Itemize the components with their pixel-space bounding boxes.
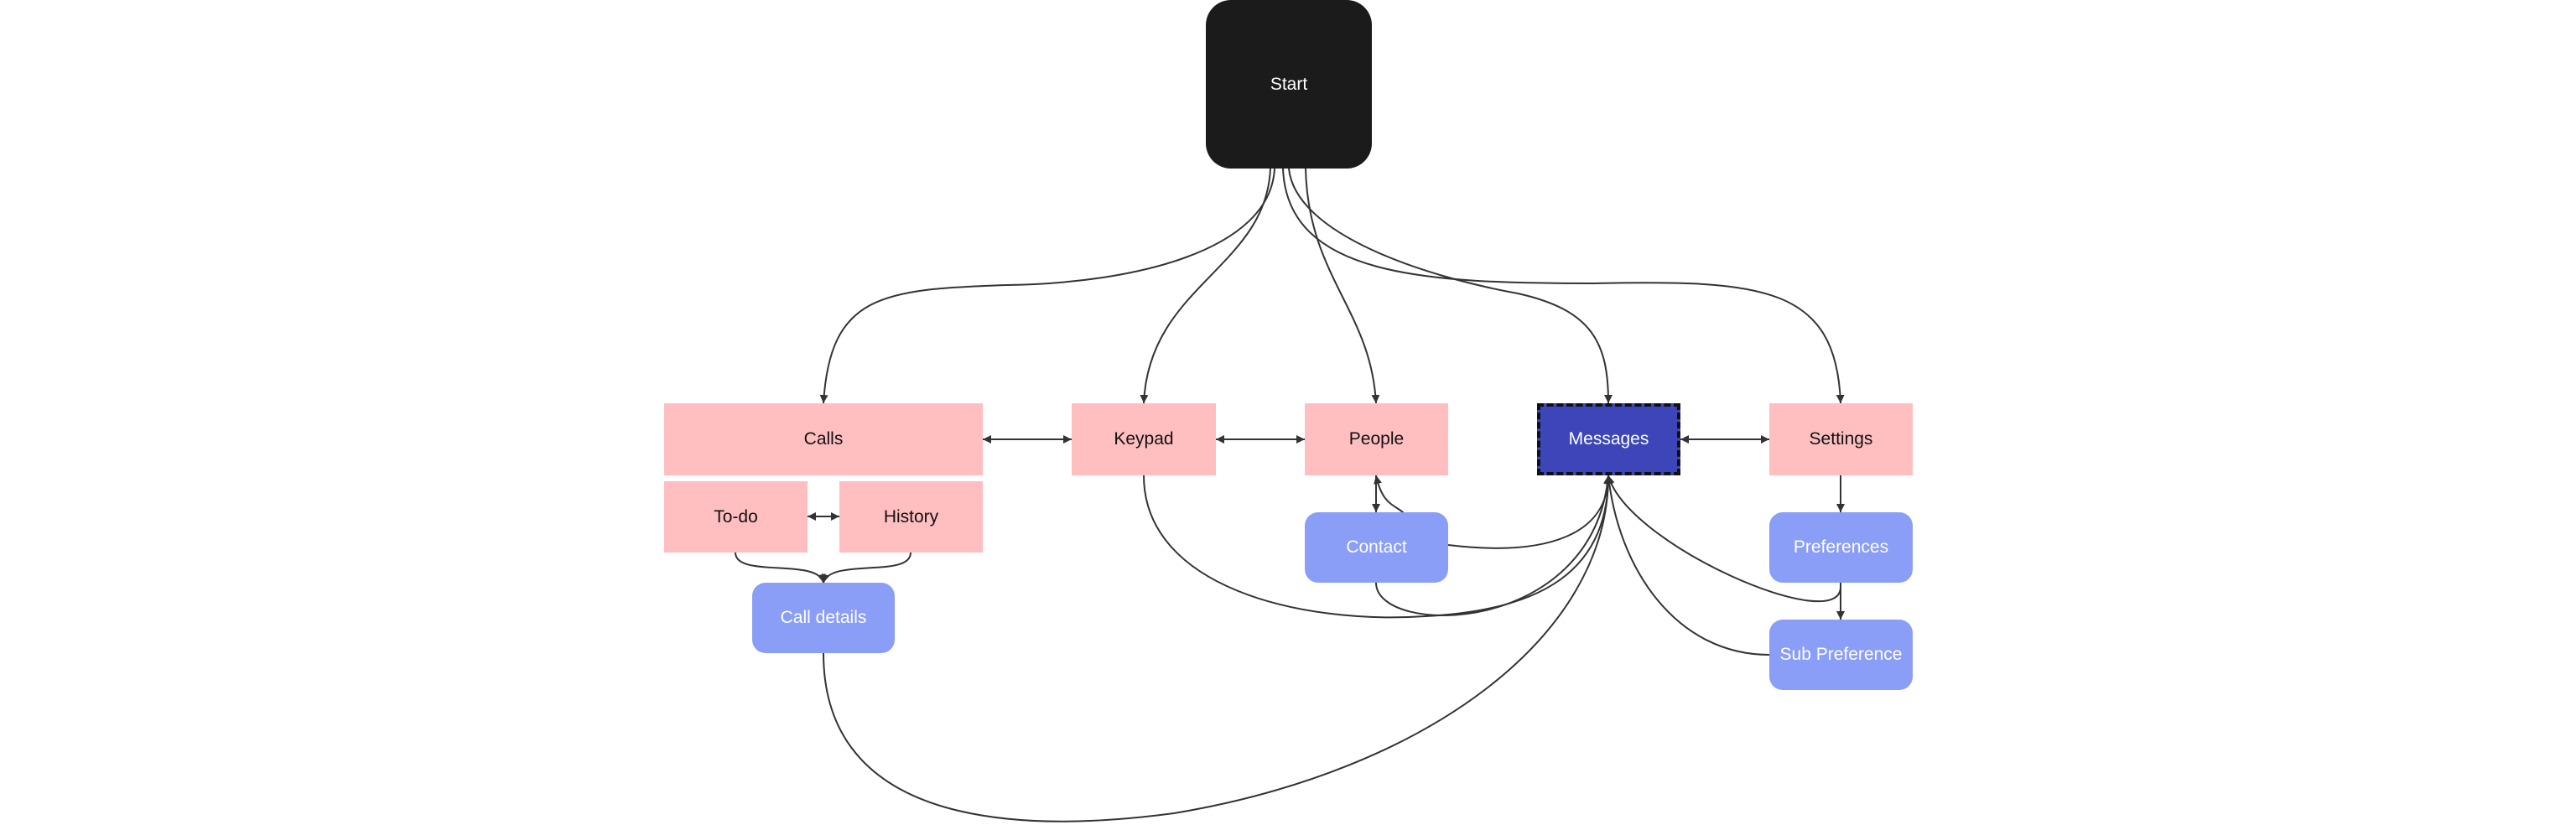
edge-contact-bottom-to-messages <box>1375 475 1613 616</box>
node-call-details[interactable]: Call details <box>752 583 895 653</box>
edge-start-to-people <box>1305 168 1380 404</box>
edge-history-to-call-details <box>821 552 911 584</box>
node-start[interactable]: Start <box>1206 0 1372 169</box>
edge-start-to-calls <box>819 168 1275 404</box>
node-contact[interactable]: Contact <box>1305 512 1448 583</box>
node-sub-preference[interactable]: Sub Preference <box>1769 620 1913 690</box>
edge-sub-preference-to-messages <box>1605 475 1770 656</box>
node-calls[interactable]: Calls <box>664 403 983 475</box>
node-preferences[interactable]: Preferences <box>1769 512 1913 583</box>
node-keypad[interactable]: Keypad <box>1072 403 1216 475</box>
node-settings[interactable]: Settings <box>1769 403 1913 475</box>
edge-todo-to-call-details <box>735 552 826 584</box>
node-history[interactable]: History <box>839 481 983 553</box>
edge-contact-to-messages <box>1447 475 1613 549</box>
edge-start-to-messages <box>1288 168 1613 404</box>
edge-preferences-to-messages <box>1606 475 1841 603</box>
edge-call-details-to-messages <box>823 475 1613 822</box>
edge-start-to-keypad <box>1140 168 1271 404</box>
node-people[interactable]: People <box>1305 403 1448 475</box>
edge-keypad-to-messages <box>1143 475 1613 619</box>
edge-start-to-settings <box>1282 168 1845 404</box>
node-todo[interactable]: To-do <box>664 481 808 553</box>
node-messages[interactable]: Messages <box>1537 403 1680 475</box>
